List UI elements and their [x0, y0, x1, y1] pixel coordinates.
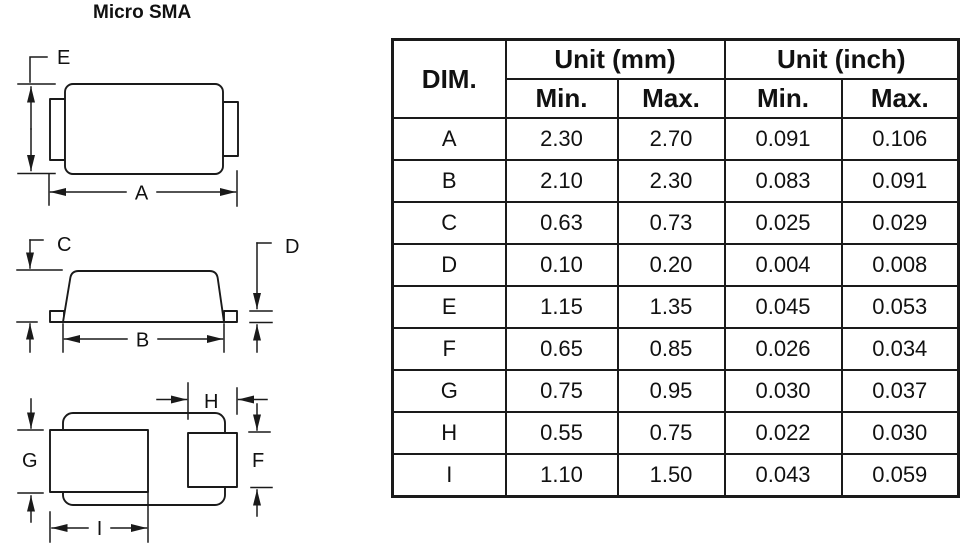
- cell-dim: E: [391, 285, 507, 329]
- dimension-D: D: [249, 236, 299, 353]
- table-row: D 0.10 0.20 0.004 0.008: [391, 243, 960, 287]
- dim-label-H: H: [204, 391, 218, 413]
- table-header-row-units: DIM. Unit (mm) Unit (inch): [391, 38, 960, 119]
- dim-label-G: G: [22, 450, 38, 472]
- cell-inch-min: 0.030: [723, 369, 843, 413]
- cell-inch-min: 0.025: [723, 201, 843, 245]
- cell-inch-min: 0.026: [723, 327, 843, 371]
- top-view-right-lead: [222, 101, 239, 157]
- cell-inch-max: 0.053: [840, 285, 960, 329]
- table-row: E 1.15 1.35 0.045 0.053: [391, 285, 960, 329]
- cell-inch-min: 0.045: [723, 285, 843, 329]
- package-drawings: E A C: [16, 47, 299, 543]
- col-header-dim: DIM.: [391, 38, 507, 119]
- dimension-table: DIM. Unit (mm) Unit (inch) Min. Max. Min…: [391, 38, 961, 498]
- cell-mm-min: 0.63: [504, 201, 619, 245]
- table-row: H 0.55 0.75 0.022 0.030: [391, 411, 960, 455]
- bottom-view-left-pad: [49, 429, 149, 493]
- cell-mm-min: 0.55: [504, 411, 619, 455]
- dimension-H: H: [156, 382, 268, 420]
- cell-mm-max: 2.70: [616, 117, 726, 161]
- side-view-body-outline: [62, 270, 225, 323]
- cell-inch-max: 0.059: [840, 453, 960, 498]
- cell-mm-max: 0.75: [616, 411, 726, 455]
- dimension-A: A: [48, 170, 238, 207]
- cell-mm-max: 1.35: [616, 285, 726, 329]
- cell-mm-min: 2.10: [504, 159, 619, 203]
- cell-dim: G: [391, 369, 507, 413]
- dimension-F: F: [248, 403, 273, 517]
- dim-label-I: I: [97, 518, 103, 540]
- dim-label-A: A: [135, 183, 149, 205]
- table-row: F 0.65 0.85 0.026 0.034: [391, 327, 960, 371]
- cell-mm-max: 2.30: [616, 159, 726, 203]
- cell-inch-max: 0.106: [840, 117, 960, 161]
- col-header-unit-mm: Unit (mm): [504, 38, 726, 80]
- cell-inch-min: 0.043: [723, 453, 843, 498]
- dim-label-E: E: [57, 47, 70, 69]
- top-view-body-outline: [64, 83, 224, 175]
- dimension-G: G: [17, 398, 44, 523]
- cell-mm-max: 0.20: [616, 243, 726, 287]
- table-row: A 2.30 2.70 0.091 0.106: [391, 117, 960, 161]
- cell-inch-max: 0.037: [840, 369, 960, 413]
- cell-inch-min: 0.004: [723, 243, 843, 287]
- cell-dim: H: [391, 411, 507, 455]
- cell-inch-min: 0.083: [723, 159, 843, 203]
- dim-label-D: D: [285, 236, 299, 258]
- cell-inch-max: 0.008: [840, 243, 960, 287]
- page-title: Micro SMA: [93, 2, 192, 23]
- col-header-inch-max: Max.: [840, 78, 960, 119]
- bottom-view-right-pad: [187, 432, 238, 488]
- cell-mm-min: 1.15: [504, 285, 619, 329]
- cell-dim: A: [391, 117, 507, 161]
- bottom-view-drawing: G F H: [17, 382, 273, 543]
- cell-inch-max: 0.029: [840, 201, 960, 245]
- cell-dim: B: [391, 159, 507, 203]
- table-row: G 0.75 0.95 0.030 0.037: [391, 369, 960, 413]
- cell-inch-min: 0.091: [723, 117, 843, 161]
- cell-mm-max: 0.95: [616, 369, 726, 413]
- side-view-right-lead: [223, 310, 238, 323]
- side-view-drawing: C B D: [16, 234, 299, 353]
- dim-label-B: B: [136, 330, 149, 352]
- cell-mm-max: 1.50: [616, 453, 726, 498]
- cell-inch-max: 0.091: [840, 159, 960, 203]
- col-header-mm-min: Min.: [504, 78, 619, 119]
- cell-mm-min: 2.30: [504, 117, 619, 161]
- table-header-row-minmax: Min. Max. Min. Max.: [393, 78, 960, 119]
- cell-mm-min: 0.65: [504, 327, 619, 371]
- dim-label-C: C: [57, 234, 71, 256]
- cell-mm-max: 0.73: [616, 201, 726, 245]
- cell-dim: C: [391, 201, 507, 245]
- cell-mm-min: 0.75: [504, 369, 619, 413]
- cell-inch-min: 0.022: [723, 411, 843, 455]
- side-view-left-lead: [49, 310, 65, 323]
- dim-label-F: F: [252, 450, 264, 472]
- dimension-C: C: [16, 234, 71, 353]
- cell-inch-max: 0.030: [840, 411, 960, 455]
- top-view-drawing: E A: [17, 47, 239, 207]
- table-row: C 0.63 0.73 0.025 0.029: [391, 201, 960, 245]
- table-row: I 1.10 1.50 0.043 0.059: [391, 453, 960, 498]
- cell-mm-min: 0.10: [504, 243, 619, 287]
- col-header-unit-inch: Unit (inch): [723, 38, 960, 80]
- cell-dim: F: [391, 327, 507, 371]
- dimension-I: I: [49, 492, 149, 543]
- cell-dim: D: [391, 243, 507, 287]
- cell-dim: I: [391, 453, 507, 498]
- cell-inch-max: 0.034: [840, 327, 960, 371]
- col-header-mm-max: Max.: [616, 78, 726, 119]
- dimension-B: B: [62, 323, 225, 353]
- col-header-inch-min: Min.: [723, 78, 843, 119]
- dimension-table-container: DIM. Unit (mm) Unit (inch) Min. Max. Min…: [391, 38, 961, 498]
- cell-mm-min: 1.10: [504, 453, 619, 498]
- cell-mm-max: 0.85: [616, 327, 726, 371]
- table-row: B 2.10 2.30 0.083 0.091: [391, 159, 960, 203]
- top-view-left-lead: [49, 98, 66, 161]
